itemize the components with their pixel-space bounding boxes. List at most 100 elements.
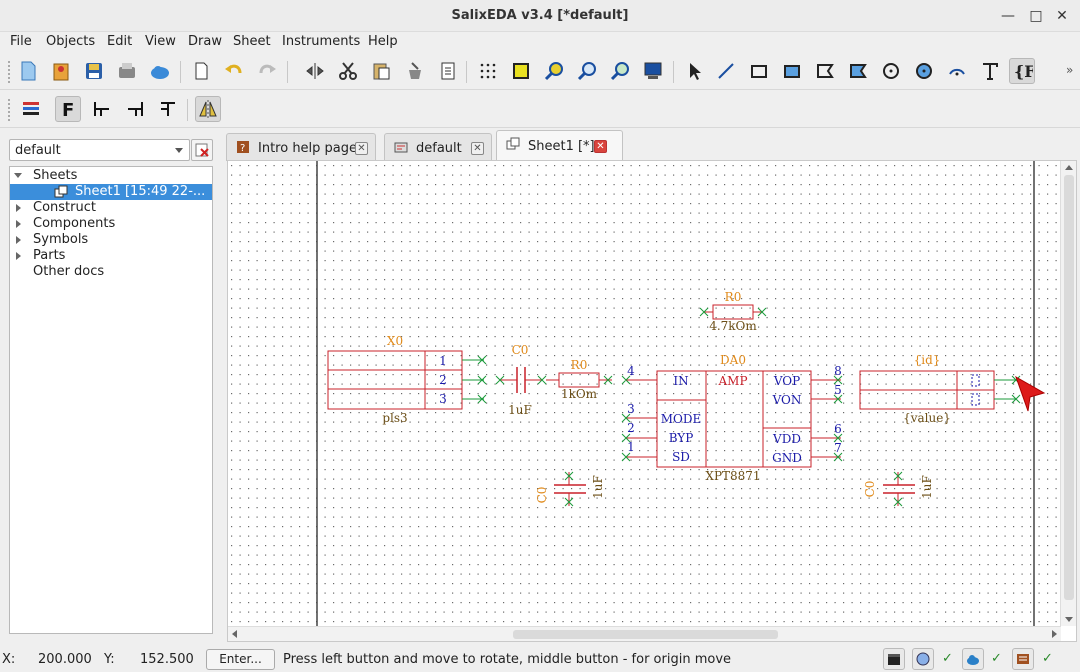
scroll-down-icon[interactable]	[1065, 617, 1073, 622]
select-pointer-icon[interactable]	[681, 58, 707, 84]
save-all-icon[interactable]	[114, 58, 140, 84]
align-top-icon[interactable]	[155, 96, 181, 122]
enter-coordinates-button[interactable]: Enter...	[206, 649, 275, 670]
save-icon[interactable]	[81, 58, 107, 84]
conn-right-ref: {id}	[914, 353, 941, 367]
clapper-icon[interactable]	[883, 648, 905, 670]
filled-rectangle-icon[interactable]	[779, 58, 805, 84]
remove-project-button[interactable]	[191, 139, 213, 161]
toolbar-grip[interactable]	[8, 61, 12, 83]
menu-sheet[interactable]: Sheet	[233, 34, 271, 49]
arc-icon[interactable]	[944, 58, 970, 84]
menu-draw[interactable]: Draw	[188, 34, 222, 49]
undo-icon[interactable]	[221, 58, 247, 84]
horizontal-scrollbar[interactable]	[228, 626, 1061, 641]
text-icon[interactable]	[977, 58, 1003, 84]
cut-icon[interactable]	[335, 58, 361, 84]
close-tab-icon[interactable]: ✕	[594, 140, 607, 153]
expand-right-icon[interactable]	[16, 252, 21, 260]
conn-right-value: {value}	[903, 411, 951, 425]
scroll-left-icon[interactable]	[232, 630, 237, 638]
cloud-icon[interactable]	[147, 58, 173, 84]
menu-view[interactable]: View	[145, 34, 176, 49]
expand-right-icon[interactable]	[16, 220, 21, 228]
capacitor-c0[interactable]: C0 1uF	[495, 343, 547, 417]
tab-default[interactable]: default ✕	[384, 133, 492, 161]
tree-item[interactable]: Parts	[10, 248, 212, 264]
horizontal-scroll-thumb[interactable]	[513, 630, 778, 639]
toolbar-grip[interactable]	[8, 99, 12, 121]
expand-down-icon[interactable]	[14, 173, 22, 178]
close-tab-icon[interactable]: ✕	[355, 142, 368, 155]
maximize-button[interactable]: □	[1029, 8, 1043, 24]
tab-intro-help-page[interactable]: ? Intro help page ✕	[226, 133, 376, 161]
font-bold-icon[interactable]: F	[55, 96, 81, 122]
expand-right-icon[interactable]	[16, 236, 21, 244]
monitor-icon[interactable]	[640, 58, 666, 84]
menu-help[interactable]: Help	[368, 34, 398, 49]
circle-icon[interactable]	[878, 58, 904, 84]
amplifier-da0[interactable]: DA0 AMP IN MODE BYP SD VOP VON VDD GND 4…	[621, 353, 843, 483]
line-icon[interactable]	[713, 58, 739, 84]
minimize-button[interactable]: —	[1001, 8, 1015, 24]
zoom-fit-icon[interactable]	[508, 58, 534, 84]
menu-objects[interactable]: Objects	[46, 34, 96, 49]
zoom-out-icon[interactable]	[574, 58, 600, 84]
paste-icon[interactable]	[368, 58, 394, 84]
x0-pin-3: 3	[439, 392, 447, 406]
globe-icon[interactable]	[912, 648, 934, 670]
mirror-icon[interactable]	[302, 58, 328, 84]
tree-item[interactable]: Construct	[10, 200, 212, 216]
tree-item[interactable]: Other docs	[10, 264, 212, 280]
filled-polygon-icon[interactable]	[845, 58, 871, 84]
capacitor-c0-bottom-right[interactable]: C0 1uF	[863, 471, 934, 507]
schematic-drawing[interactable]: X0 1 2 3 pls3 C0 1uF R0 1kOm	[228, 161, 1061, 627]
tab-sheet1[interactable]: Sheet1 [*] ✕	[496, 130, 623, 161]
align-left-icon[interactable]	[89, 96, 115, 122]
project-combobox[interactable]: default	[9, 139, 190, 161]
scroll-right-icon[interactable]	[1052, 630, 1057, 638]
vertical-scroll-thumb[interactable]	[1064, 175, 1074, 600]
scroll-up-icon[interactable]	[1065, 165, 1073, 170]
expand-right-icon[interactable]	[16, 204, 21, 212]
tree-item[interactable]: Symbols	[10, 232, 212, 248]
svg-text:F: F	[62, 100, 74, 120]
clean-icon[interactable]	[402, 58, 428, 84]
align-right-icon[interactable]	[122, 96, 148, 122]
zoom-in-icon[interactable]	[541, 58, 567, 84]
da0-ref: DA0	[720, 353, 746, 367]
grid-icon[interactable]	[475, 58, 501, 84]
close-tab-icon[interactable]: ✕	[471, 142, 484, 155]
tree-item[interactable]: Sheet1 [15:49 22-...	[10, 184, 212, 200]
layers-icon[interactable]	[18, 96, 44, 122]
close-window-button[interactable]: ✕	[1056, 8, 1068, 24]
zoom-area-icon[interactable]	[607, 58, 633, 84]
redo-icon[interactable]	[254, 58, 280, 84]
cloud-status-icon[interactable]	[962, 648, 984, 670]
field-text-icon[interactable]: {F}	[1009, 58, 1035, 84]
tree-item[interactable]: Components	[10, 216, 212, 232]
properties-icon[interactable]	[435, 58, 461, 84]
resistor-r0-top[interactable]: R0 4.7kOm	[699, 290, 767, 333]
filled-circle-icon[interactable]	[911, 58, 937, 84]
polygon-icon[interactable]	[812, 58, 838, 84]
menu-instruments[interactable]: Instruments	[282, 34, 361, 49]
mirror-text-icon[interactable]	[195, 96, 221, 122]
tree-item[interactable]: Sheets	[10, 168, 212, 184]
page-icon[interactable]	[188, 58, 214, 84]
schematic-canvas[interactable]: X0 1 2 3 pls3 C0 1uF R0 1kOm	[227, 160, 1077, 642]
capacitor-c0-bottom-left[interactable]: C0 1uF	[535, 471, 605, 507]
da0-pin-sd-name: SD	[672, 450, 690, 464]
new-project-icon[interactable]	[48, 58, 74, 84]
resistor-r0-series[interactable]: R0 1kOm	[546, 358, 613, 401]
new-file-icon[interactable]	[15, 58, 41, 84]
connector-placeholder[interactable]: {id} {value}	[859, 353, 1021, 425]
library-icon[interactable]	[1012, 648, 1034, 670]
toolbar-overflow-icon[interactable]: »	[1066, 63, 1074, 77]
rectangle-icon[interactable]	[746, 58, 772, 84]
connector-x0[interactable]: X0 1 2 3 pls3	[327, 334, 487, 425]
vertical-scrollbar[interactable]	[1060, 161, 1076, 626]
menu-edit[interactable]: Edit	[107, 34, 133, 49]
menu-file[interactable]: File	[10, 34, 32, 49]
